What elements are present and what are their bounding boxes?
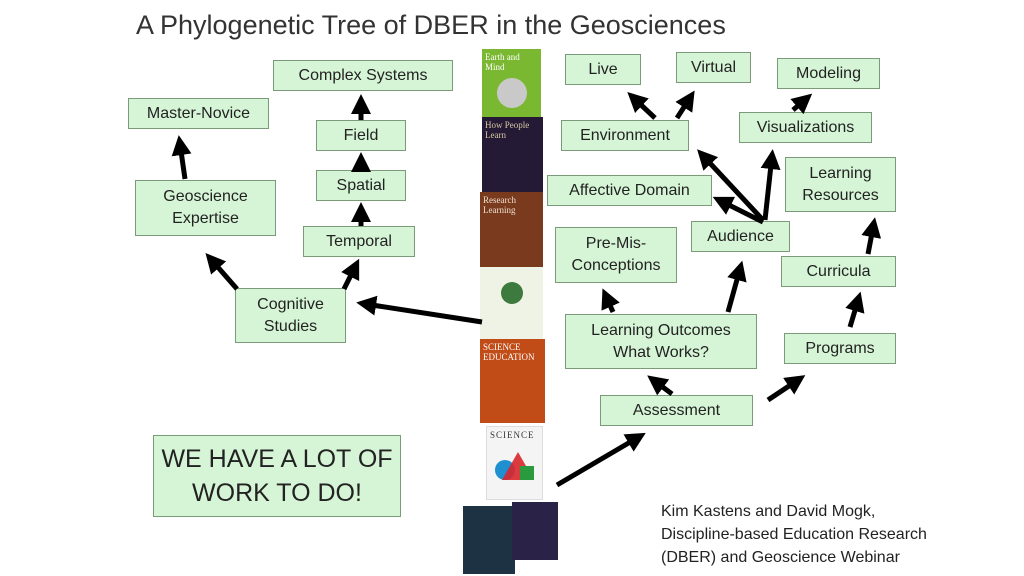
node-virtual-label: Virtual — [690, 58, 737, 76]
callout-line1: WE HAVE A LOT OF — [161, 445, 393, 473]
arrow-trunk-to-cognitive — [356, 295, 483, 325]
book-earth-dark-1 — [463, 506, 515, 574]
arrow-audience-to-visualizations — [760, 149, 781, 221]
globe-illustration — [500, 282, 523, 304]
arrow-programs-to-curricula — [845, 291, 865, 328]
arrow-outcomes-to-audience — [725, 260, 747, 313]
node-pre-misconceptions-line1: Pre-Mis- — [585, 235, 647, 252]
arrow-cognitive-to-temporal — [341, 258, 360, 291]
node-live: Live — [565, 54, 641, 85]
node-complex-systems-label: Complex Systems — [298, 66, 428, 84]
arrow-outcomes-to-preconceptions — [601, 288, 620, 314]
credit-line3: (DBER) and Geoscience Webinar — [661, 549, 900, 566]
node-visualizations-label: Visualizations — [756, 118, 855, 136]
node-programs: Programs — [784, 333, 896, 364]
book-earth-dark-2 — [512, 502, 558, 560]
arrow-curricula-to-resources — [861, 217, 882, 255]
node-temporal: Temporal — [303, 226, 415, 257]
brain-illustration — [496, 78, 527, 108]
book-how-people-learn: How People Learn — [482, 117, 543, 192]
node-affective-domain: Affective Domain — [547, 175, 712, 206]
book-research-learning: Research Learning — [480, 192, 543, 267]
node-spatial-label: Spatial — [336, 176, 386, 194]
node-environment-label: Environment — [580, 126, 670, 144]
node-geoscience-expertise-line2: Expertise — [172, 210, 239, 227]
callout-line2: WORK TO DO! — [192, 479, 362, 507]
node-learning-outcomes: Learning Outcomes What Works? — [565, 314, 757, 369]
node-spatial: Spatial — [316, 170, 406, 201]
node-temporal-label: Temporal — [326, 232, 392, 250]
node-learning-resources-line2: Resources — [802, 186, 879, 204]
node-geoscience-expertise: Geoscience Expertise — [135, 180, 276, 236]
credit-text: Kim Kastens and David Mogk, Discipline-b… — [661, 500, 927, 569]
node-curricula: Curricula — [781, 256, 896, 287]
book-science-shapes-title: SCIENCE — [490, 430, 535, 440]
arrow-expertise-to-master — [171, 135, 192, 180]
arrow-assessment-to-programs — [766, 375, 806, 403]
node-live-label: Live — [588, 60, 618, 78]
node-learning-outcomes-line2: What Works? — [613, 343, 709, 361]
node-pre-misconceptions-line2: Conceptions — [571, 257, 661, 274]
node-field-label: Field — [343, 126, 379, 144]
node-programs-label: Programs — [805, 339, 875, 357]
node-modeling: Modeling — [777, 58, 880, 89]
arrow-environment-to-live — [627, 92, 657, 120]
book-science-education-title: SCIENCE EDUCATION — [483, 342, 535, 362]
node-cognitive-studies-line2: Studies — [263, 317, 318, 335]
node-learning-resources: Learning Resources — [785, 157, 896, 212]
node-assessment: Assessment — [600, 395, 753, 426]
arrow-audience-to-environment — [697, 149, 765, 222]
node-learning-resources-line1: Learning — [809, 164, 872, 182]
callout-box: WE HAVE A LOT OF WORK TO DO! — [153, 435, 401, 517]
node-cognitive-studies-line1: Cognitive — [257, 295, 324, 313]
node-complex-systems: Complex Systems — [273, 60, 453, 91]
node-virtual: Virtual — [676, 52, 751, 83]
book-earth-and-mind: Earth and Mind — [482, 49, 541, 117]
credit-line2: Discipline-based Education Research — [661, 526, 927, 543]
book-science-education: SCIENCE EDUCATION — [480, 339, 545, 423]
node-visualizations: Visualizations — [739, 112, 872, 143]
shapes-illustration — [495, 452, 534, 480]
node-learning-outcomes-line1: Learning Outcomes — [591, 321, 731, 339]
arrow-cognitive-to-expertise — [205, 252, 239, 291]
arrow-audience-to-affective — [712, 196, 765, 225]
node-affective-domain-label: Affective Domain — [569, 181, 690, 199]
node-pre-misconceptions: Pre-Mis- Conceptions — [555, 227, 677, 283]
book-science-shapes: SCIENCE — [486, 426, 543, 500]
node-curricula-label: Curricula — [806, 262, 871, 280]
arrow-environment-to-virtual — [674, 90, 695, 120]
book-earth-and-mind-title: Earth and Mind — [485, 52, 520, 72]
arrow-assessment-to-outcomes — [647, 375, 674, 396]
node-master-novice-label: Master-Novice — [146, 104, 251, 122]
node-environment: Environment — [561, 120, 689, 151]
node-geoscience-expertise-line1: Geoscience — [163, 188, 248, 205]
arrow-trunk-to-assessment — [555, 432, 646, 488]
node-cognitive-studies: Cognitive Studies — [235, 288, 346, 343]
node-master-novice: Master-Novice — [128, 98, 269, 129]
node-field: Field — [316, 120, 406, 151]
node-audience-label: Audience — [707, 227, 774, 245]
page-title: A Phylogenetic Tree of DBER in the Geosc… — [136, 10, 726, 40]
book-research-learning-title: Research Learning — [483, 195, 516, 215]
arrow-visualizations-to-modeling — [790, 93, 813, 115]
node-assessment-label: Assessment — [632, 401, 721, 419]
book-geoscience-green — [480, 267, 543, 339]
node-audience: Audience — [691, 221, 790, 252]
node-modeling-label: Modeling — [796, 64, 861, 82]
book-how-people-learn-title: How People Learn — [485, 120, 530, 140]
credit-line1: Kim Kastens and David Mogk, — [661, 503, 876, 520]
